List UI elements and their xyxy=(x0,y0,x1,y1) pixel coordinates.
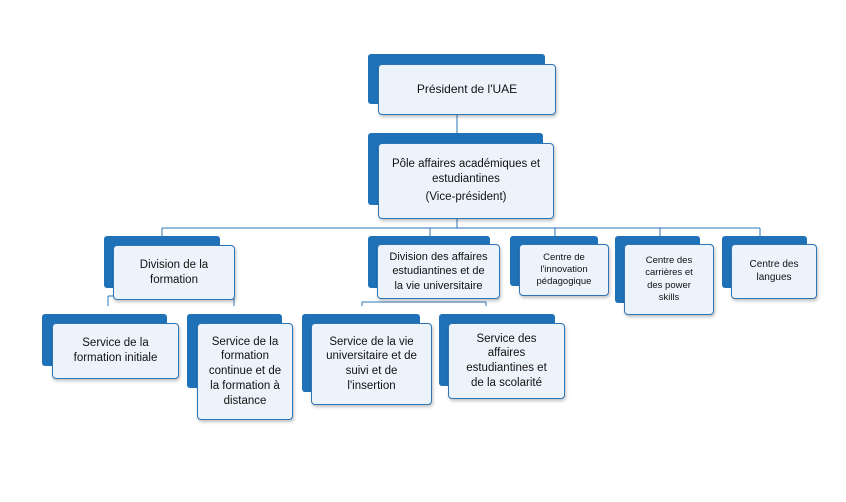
node-line: formation initiale xyxy=(73,352,158,364)
node-line: formation xyxy=(150,273,198,286)
node-line: (Vice-président) xyxy=(425,191,507,204)
node-line: Service de la xyxy=(82,337,149,350)
node-line: skills xyxy=(658,291,680,303)
node-line: langues xyxy=(756,271,792,283)
node-line: Service des xyxy=(476,332,537,345)
node-line: pédagogique xyxy=(536,276,592,288)
node-line: suivi et de xyxy=(345,365,398,377)
node-line: Division de la xyxy=(139,258,209,271)
node-line: Service de la vie xyxy=(329,335,414,348)
node-line: universitaire et de xyxy=(326,350,417,363)
node-line: distance xyxy=(223,394,267,407)
node-line: Service de la xyxy=(211,335,279,348)
node-line: estudiantines et de xyxy=(392,265,485,278)
node-line: Président de l'UAE xyxy=(416,81,518,96)
node-line: continue et de xyxy=(208,365,282,378)
node-line: affaires xyxy=(487,347,526,360)
node-line: de la scolarité xyxy=(471,376,542,389)
node-line: carrières et xyxy=(645,267,693,279)
node-line: Pôle affaires académiques et xyxy=(391,157,541,170)
node-line: estudiantines xyxy=(432,172,500,185)
node-line: l'innovation xyxy=(540,263,588,275)
node-line: formation xyxy=(221,350,269,363)
node-line: la vie universitaire xyxy=(394,279,483,292)
node-line: des power xyxy=(647,279,691,291)
node-line: Centre des xyxy=(645,255,693,267)
node-line: la formation à xyxy=(210,379,280,392)
node-line: Division des affaires xyxy=(389,251,488,264)
node-line: l'insertion xyxy=(347,379,396,392)
node-line: Centre de xyxy=(543,251,585,263)
node-line: estudiantines et xyxy=(466,362,547,374)
node-line: Centre des xyxy=(749,258,799,270)
